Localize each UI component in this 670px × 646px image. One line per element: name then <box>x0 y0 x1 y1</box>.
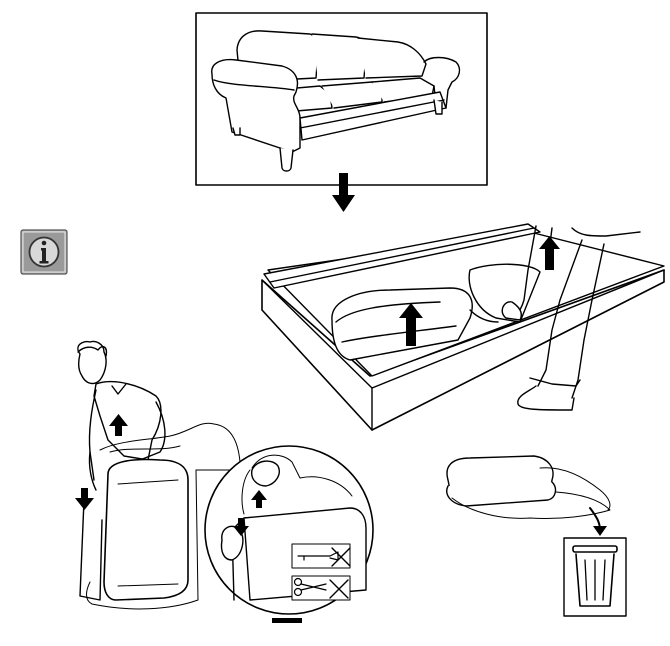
info-icon <box>20 229 68 275</box>
open-box-lift-illustration <box>261 223 665 431</box>
arrow-down-icon <box>332 173 355 212</box>
zoom-detail <box>204 445 374 623</box>
sofa-illustration <box>211 30 461 172</box>
trash-can-icon <box>563 537 627 617</box>
finished-sofa-panel <box>195 12 488 186</box>
no-sharp-tools-icon <box>291 543 351 601</box>
man-removing-plastic-illustration <box>75 340 241 610</box>
discard-plastic <box>446 455 627 617</box>
